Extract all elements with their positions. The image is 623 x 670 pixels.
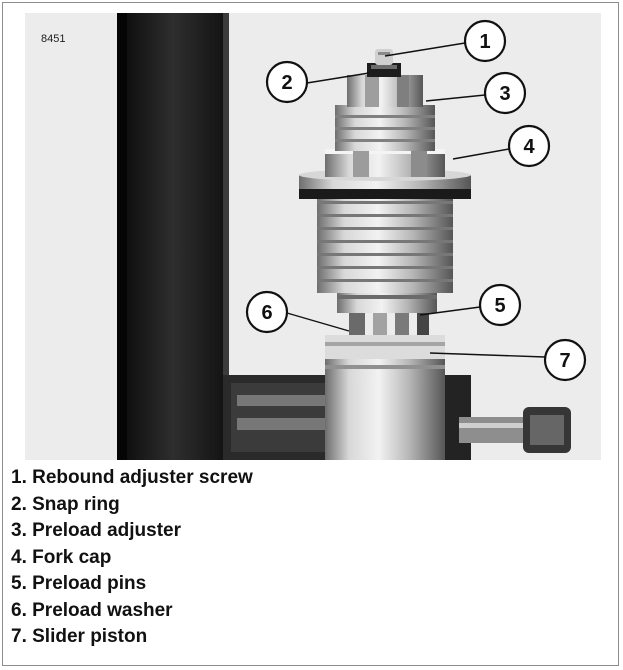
legend-item-2: 2. Snap ring bbox=[11, 493, 120, 515]
leader-line-3 bbox=[425, 94, 486, 102]
legend-item-4: 4. Fork cap bbox=[11, 546, 112, 568]
preload-washer-part bbox=[337, 293, 437, 313]
legend-item-5: 5. Preload pins bbox=[11, 573, 147, 594]
callout-label-1: 1 bbox=[479, 31, 490, 53]
legend-item-3: 3. Preload adjuster bbox=[11, 520, 182, 541]
legend-item-1: 1. Rebound adjuster screw bbox=[11, 467, 253, 488]
fork-cap-hex bbox=[325, 149, 445, 177]
callout-label-5: 5 bbox=[494, 295, 505, 317]
leader-line-6 bbox=[286, 312, 350, 332]
leader-line-5 bbox=[419, 306, 481, 316]
figure-id: 8451 bbox=[41, 33, 66, 45]
callout-label-4: 4 bbox=[523, 136, 535, 158]
clamp-assembly bbox=[223, 375, 571, 460]
callout-label-6: 6 bbox=[261, 302, 272, 324]
callout-circle-7 bbox=[543, 338, 587, 382]
preload-adjuster-hex bbox=[347, 75, 423, 107]
callout-circle-1 bbox=[463, 19, 507, 63]
fork-tube bbox=[325, 358, 445, 460]
leader-line-4 bbox=[452, 148, 510, 160]
preload-adjuster-part bbox=[335, 105, 435, 151]
rebound-adjuster-screw-part bbox=[375, 49, 393, 65]
fork-cap-body bbox=[317, 193, 453, 293]
preload-pins-part bbox=[349, 311, 429, 335]
callout-circle-6 bbox=[245, 290, 289, 334]
leader-line-7 bbox=[429, 352, 546, 358]
callout-circle-4 bbox=[507, 124, 551, 168]
vertical-stand bbox=[117, 13, 229, 460]
callout-label-7: 7 bbox=[559, 350, 570, 372]
leader-line-2 bbox=[306, 72, 370, 84]
callout-label-3: 3 bbox=[499, 83, 510, 105]
fork-cap-photo: 1 2 3 4 5 6 7 8451 bbox=[25, 13, 601, 460]
leader-lines bbox=[286, 42, 546, 358]
slider-piston-part bbox=[325, 335, 445, 359]
legend-item-6: 6. Preload washer bbox=[11, 599, 173, 621]
leader-line-1 bbox=[384, 42, 466, 57]
callouts: 1 2 3 4 5 6 7 bbox=[245, 19, 587, 382]
callout-circle-5 bbox=[478, 283, 522, 327]
snap-ring-part bbox=[367, 63, 401, 77]
callout-label-2: 2 bbox=[281, 72, 292, 94]
callout-circle-3 bbox=[483, 71, 527, 115]
fork-cap-illustration: 1 2 3 4 5 6 7 bbox=[25, 13, 601, 460]
callout-circle-2 bbox=[265, 60, 309, 104]
parts-legend: 1. Rebound adjuster screw 2. Snap ring 3… bbox=[11, 465, 253, 651]
legend-item-7: 7. Slider piston bbox=[11, 626, 148, 647]
